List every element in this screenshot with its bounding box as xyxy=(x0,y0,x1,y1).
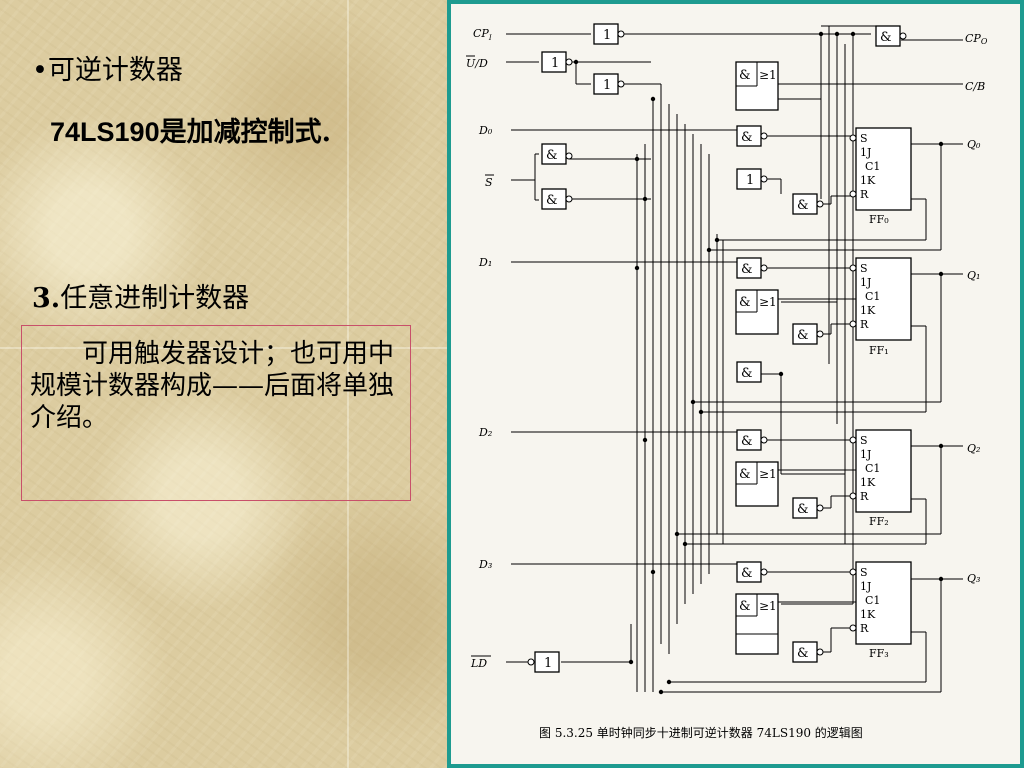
svg-text:&: & xyxy=(739,599,751,614)
svg-text:S: S xyxy=(860,132,868,145)
flip-flop-ff2: S 1J C1 1K R FF₂ xyxy=(849,429,912,528)
ff0-inverter xyxy=(736,168,762,190)
note-text: 可用触发器设计；也可用中规模计数器构成——后面将单独介绍。 xyxy=(30,339,395,433)
svg-text:&: & xyxy=(739,295,751,310)
texture-seam-vertical xyxy=(347,0,349,768)
svg-text:C1: C1 xyxy=(865,160,880,173)
ff1-reset-gate xyxy=(792,323,818,345)
logic-diagram: & 1 CPI U/D D₀ S D₁ D₂ D₃ LD CPO C/B Q₀ … xyxy=(466,23,988,740)
chip-control-text: 是加减控制式. xyxy=(159,117,331,148)
ff1-carry-gate xyxy=(736,361,762,383)
svg-text:≥1: ≥1 xyxy=(759,68,777,82)
ud-inverter xyxy=(541,51,567,73)
ld-inverter xyxy=(534,651,560,673)
q1-output-label: Q₁ xyxy=(967,269,980,282)
svg-text:S: S xyxy=(860,434,868,447)
svg-text:R: R xyxy=(860,490,869,503)
svg-text:1K: 1K xyxy=(860,608,876,621)
chip-description: 74LS190是加减控制式. xyxy=(50,110,331,149)
ff3-and-gate xyxy=(736,561,762,583)
svg-text:C1: C1 xyxy=(865,594,880,607)
reversible-counter-heading: •可逆计数器 xyxy=(32,55,183,86)
svg-text:1K: 1K xyxy=(860,304,876,317)
ff0-and-gate-1 xyxy=(736,125,762,147)
output-labels: CPO C/B Q₀ Q₁ Q₂ Q₃ xyxy=(965,32,988,585)
chip-model: 74LS190 xyxy=(50,117,160,147)
section-heading: 3.任意进制计数器 xyxy=(32,276,249,315)
note-box xyxy=(21,325,411,501)
q2-output-label: Q₂ xyxy=(967,442,980,455)
svg-text:1J: 1J xyxy=(860,276,871,289)
svg-text:R: R xyxy=(860,622,869,635)
s-input-label: S xyxy=(485,176,493,189)
svg-text:&: & xyxy=(739,68,751,83)
cpo-output-label: CPO xyxy=(965,32,988,46)
cpo-and-gate xyxy=(875,25,901,47)
svg-text:1J: 1J xyxy=(860,580,871,593)
svg-text:1J: 1J xyxy=(860,448,871,461)
svg-text:1K: 1K xyxy=(860,476,876,489)
ld-input-label: LD xyxy=(470,657,487,670)
cb-or-block: & ≥1 xyxy=(735,61,779,111)
svg-text:C1: C1 xyxy=(865,290,880,303)
ff3-reset-gate xyxy=(792,641,818,663)
ff0-reset-gate xyxy=(792,193,818,215)
d1-input-label: D₁ xyxy=(478,256,492,269)
preset-and-gate-2 xyxy=(541,188,567,210)
svg-text:S: S xyxy=(860,566,868,579)
ud-input-label: U/D xyxy=(466,57,488,70)
svg-text:1J: 1J xyxy=(860,146,871,159)
flip-flop-ff3: S 1J C1 1K R FF₃ xyxy=(849,561,912,660)
logic-gates: & ≥1 & ≥1 & ≥1 xyxy=(527,23,907,673)
d0-input-label: D₀ xyxy=(478,124,493,137)
section-title: 任意进制计数器 xyxy=(60,283,250,314)
ff1-or-block: & ≥1 xyxy=(735,289,779,335)
parchment-background xyxy=(0,0,447,768)
input-labels: CPI U/D D₀ S D₁ D₂ D₃ LD xyxy=(466,27,494,670)
cb-output-label: C/B xyxy=(965,80,985,93)
texture-seam-horizontal xyxy=(0,347,447,349)
preset-and-gate-1 xyxy=(541,143,567,165)
cp-inverter xyxy=(593,23,619,45)
svg-text:R: R xyxy=(860,188,869,201)
svg-text:C1: C1 xyxy=(865,462,880,475)
svg-text:1K: 1K xyxy=(860,174,876,187)
ff2-and-gate xyxy=(736,429,762,451)
d3-input-label: D₃ xyxy=(478,558,492,571)
svg-text:&: & xyxy=(739,467,751,482)
section-number: 3. xyxy=(32,283,61,314)
ff2-or-block: & ≥1 xyxy=(735,461,779,507)
svg-text:≥1: ≥1 xyxy=(759,599,777,613)
junction-dots xyxy=(573,31,944,695)
svg-text:≥1: ≥1 xyxy=(759,467,777,481)
q3-output-label: Q₃ xyxy=(967,572,980,585)
ff0-label: FF₀ xyxy=(869,213,889,226)
svg-text:≥1: ≥1 xyxy=(759,295,777,309)
ff3-or-block: & ≥1 xyxy=(735,593,779,655)
q0-output-label: Q₀ xyxy=(967,138,981,151)
flip-flop-ff1: S 1J C1 1K R FF₁ xyxy=(849,257,912,357)
ff3-label: FF₃ xyxy=(869,647,889,660)
ff1-and-gate xyxy=(736,257,762,279)
ff2-reset-gate xyxy=(792,497,818,519)
circuit-wiring xyxy=(506,25,963,693)
ff2-label: FF₂ xyxy=(869,515,889,528)
d2-input-label: D₂ xyxy=(478,426,492,439)
cp-input-label: CPI xyxy=(473,27,492,42)
svg-text:S: S xyxy=(860,262,868,275)
diagram-caption: 图 5.3.25 单时钟同步十进制可逆计数器 74LS190 的逻辑图 xyxy=(539,725,863,740)
flip-flop-ff0: S 1J C1 1K R FF₀ xyxy=(849,127,912,226)
svg-text:R: R xyxy=(860,318,869,331)
ud-inverter-2 xyxy=(593,73,619,95)
ff1-label: FF₁ xyxy=(869,344,889,357)
